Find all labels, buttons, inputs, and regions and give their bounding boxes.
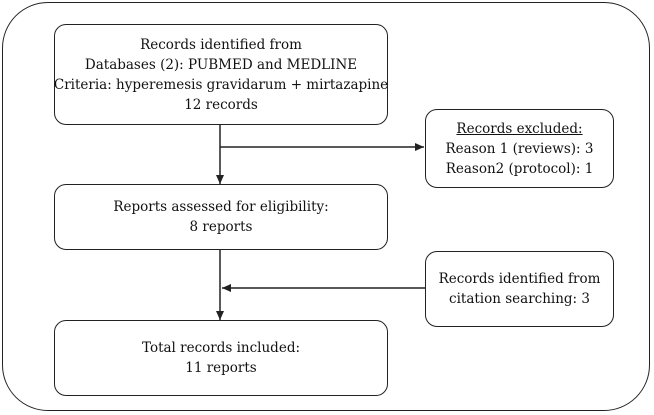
eligibility-box: Reports assessed for eligibility: 8 repo… (54, 184, 388, 250)
identification-box: Records identified from Databases (2): P… (54, 24, 388, 125)
eligibility-line-2: 8 reports (189, 219, 253, 235)
identification-line-4: 12 records (184, 96, 258, 113)
eligibility-line-1: Reports assessed for eligibility: (113, 199, 329, 215)
excluded-line-2: Reason2 (protocol): 1 (445, 160, 594, 177)
identification-line-3: Criteria: hyperemesis gravidarum + mirta… (53, 76, 389, 93)
citation-line-2: citation searching: 3 (449, 291, 590, 307)
excluded-box: Records excluded: Reason 1 (reviews): 3 … (425, 109, 614, 188)
identification-line-1: Records identified from (140, 36, 302, 53)
included-line-2: 11 reports (185, 360, 257, 376)
included-line-1: Total records included: (141, 340, 301, 356)
excluded-line-1: Reason 1 (reviews): 3 (445, 140, 594, 157)
identification-line-2: Databases (2): PUBMED and MEDLINE (84, 56, 358, 73)
included-box: Total records included: 11 reports (54, 320, 388, 396)
citation-box: Records identified from citation searchi… (425, 251, 614, 327)
excluded-heading: Records excluded: (456, 120, 583, 137)
citation-line-1: Records identified from (438, 271, 601, 287)
outer-frame (2, 2, 650, 411)
